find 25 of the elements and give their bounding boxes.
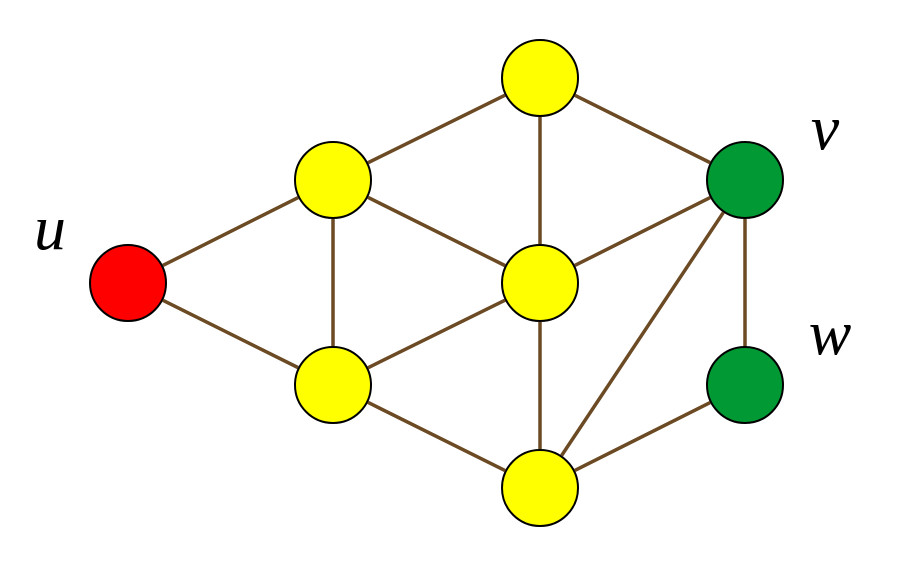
graph-edge xyxy=(367,298,506,370)
graph-vertex xyxy=(501,39,579,117)
graph-edge xyxy=(162,298,299,370)
graph-edge xyxy=(574,196,711,268)
graph-edge xyxy=(367,400,506,472)
vertex-label: u xyxy=(37,220,64,250)
graph-vertex xyxy=(294,141,372,219)
graph-edge xyxy=(574,400,711,472)
graph-edge xyxy=(743,219,747,346)
graph-edge xyxy=(560,212,725,456)
graph-edge xyxy=(162,196,299,268)
graph-vertex xyxy=(89,244,167,322)
graph-edge xyxy=(331,219,335,346)
graph-edge xyxy=(574,94,711,164)
vertex-label: v xyxy=(812,120,840,150)
graph-vertex xyxy=(706,346,784,424)
graph-edge xyxy=(367,196,506,268)
vertex-label: w xyxy=(810,325,851,355)
graph-vertex xyxy=(294,346,372,424)
graph-edge xyxy=(538,322,542,449)
graph-edge xyxy=(538,117,542,244)
graph-vertex xyxy=(501,449,579,527)
graph-vertex xyxy=(501,244,579,322)
graph-vertex xyxy=(706,141,784,219)
graph-edge xyxy=(367,94,506,164)
